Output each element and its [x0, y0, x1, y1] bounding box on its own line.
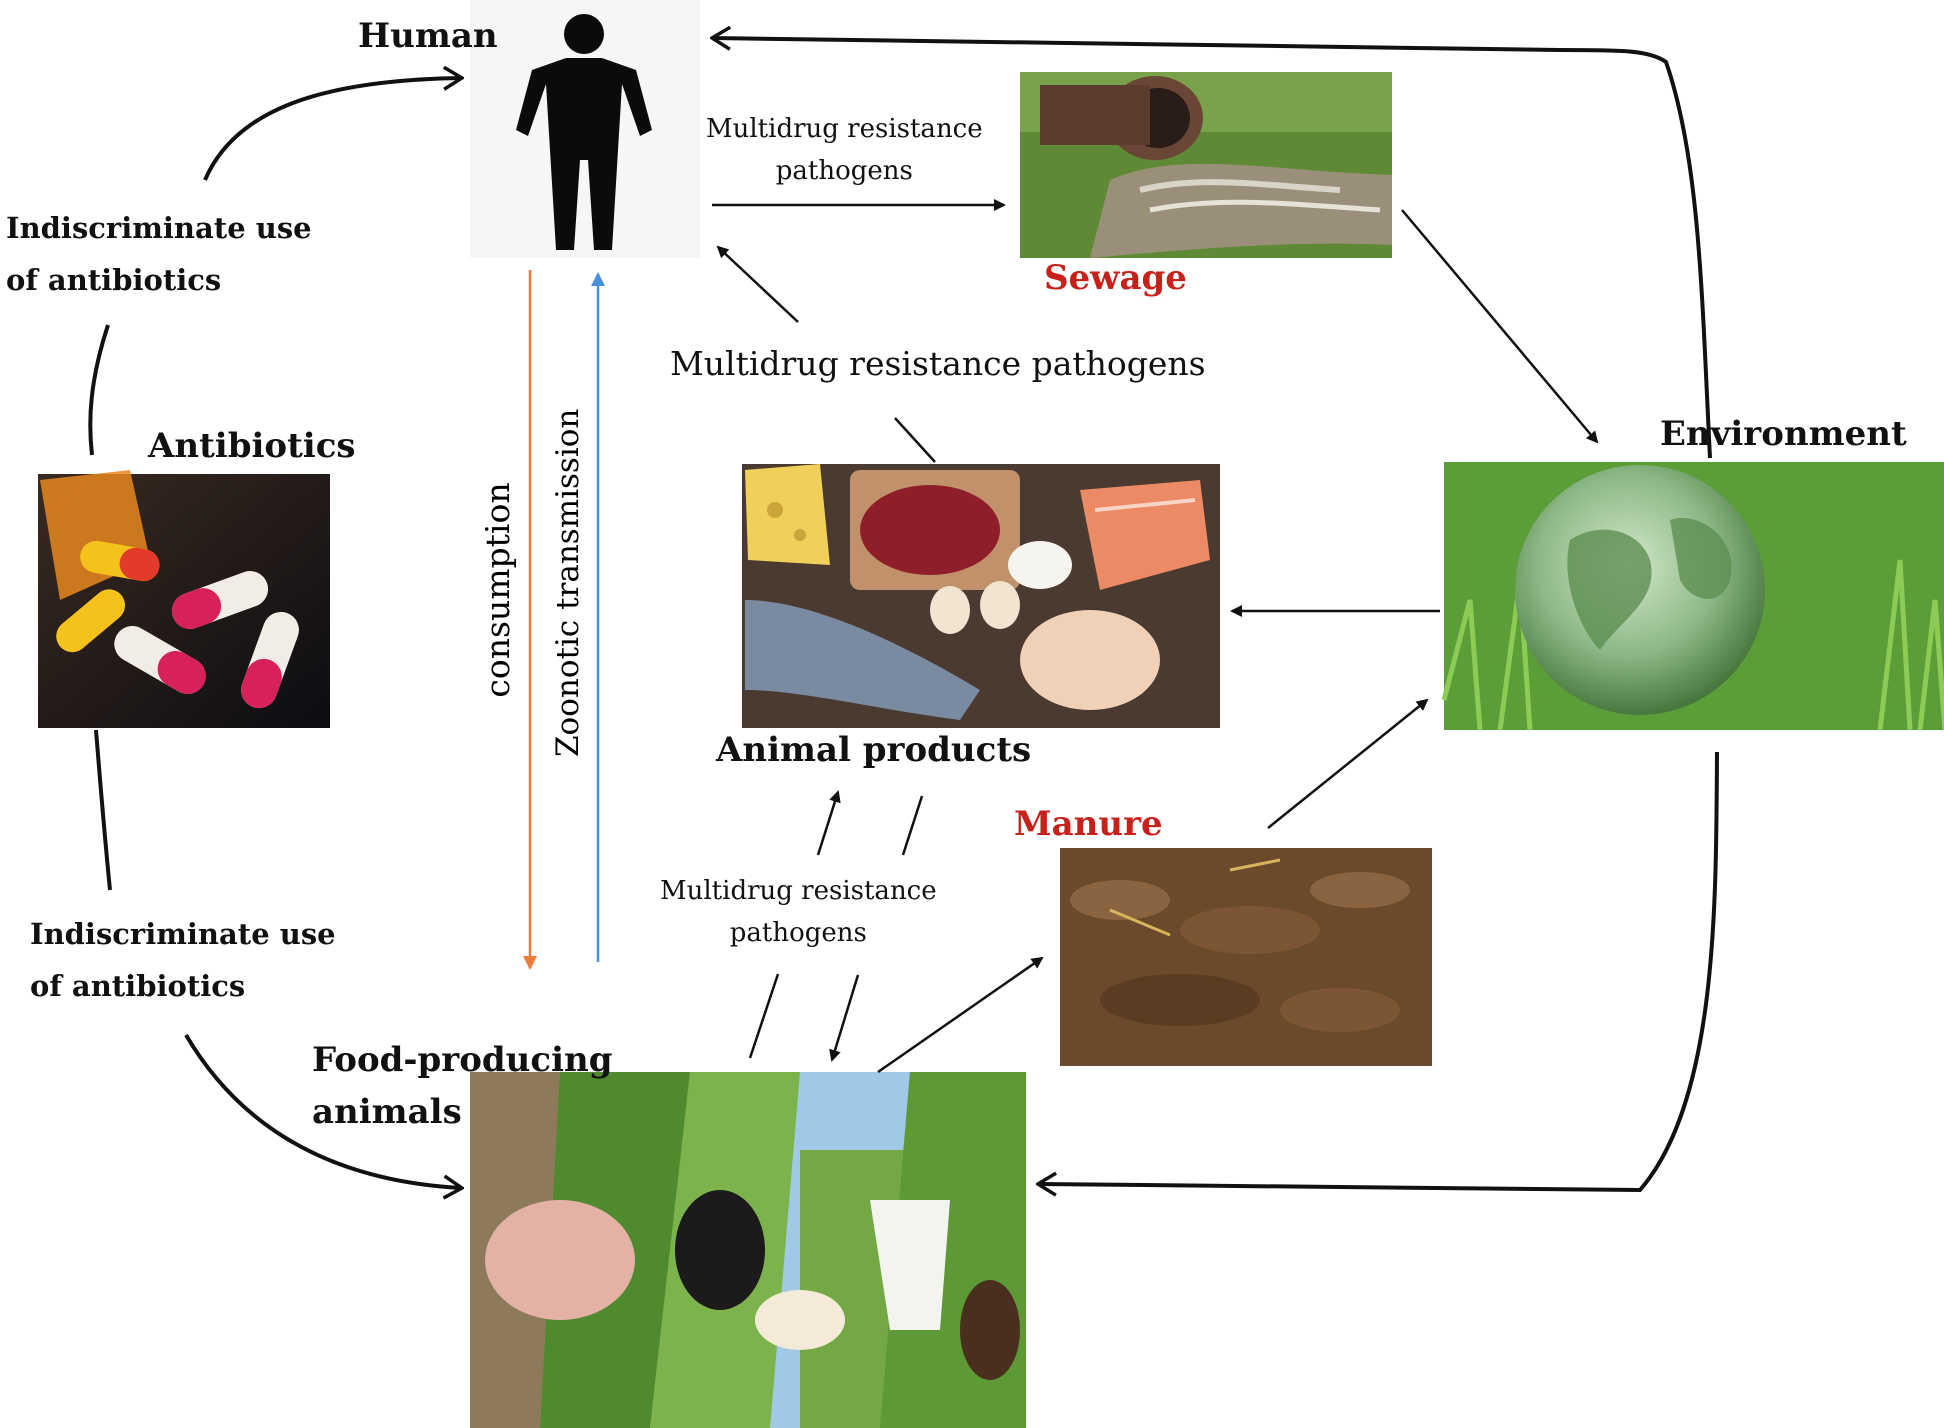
environment-label: Environment	[1660, 414, 1907, 454]
indiscriminate-use-top-line1: Indiscriminate use	[6, 211, 312, 245]
indiscriminate-use-bottom-line1: Indiscriminate use	[30, 917, 336, 951]
indiscriminate-use-bottom-line2: of antibiotics	[30, 969, 246, 1003]
animal-products-image	[742, 464, 1220, 728]
animal-products-label: Animal products	[716, 730, 1032, 770]
sewage-image	[1020, 72, 1392, 258]
indiscriminate-use-top-label: Indiscriminate use of antibiotics	[6, 202, 312, 306]
food-animals-image	[470, 1072, 1026, 1428]
antibiotics-label: Antibiotics	[148, 426, 356, 466]
food-animals-label: Food-producing animals	[312, 1034, 613, 1138]
indiscriminate-use-top-line2: of antibiotics	[6, 263, 222, 297]
antibiotics-to-human-arrow	[203, 78, 462, 181]
manure-label: Manure	[1014, 804, 1163, 844]
antibiotics-bottom-connector	[94, 729, 112, 891]
environment-image	[1441, 462, 1944, 731]
mdr-animals-line1: Multidrug resistance	[660, 876, 937, 906]
zoonotic-transmission-label: Zoonotic transmission	[550, 408, 586, 757]
products-to-animals-arrow	[829, 974, 860, 1062]
sewage-to-environment-arrow	[1401, 209, 1599, 444]
sewage-label: Sewage	[1044, 258, 1187, 298]
mdr-products-to-human-label: Multidrug resistance pathogens	[670, 344, 1206, 383]
food-animals-label-line2: animals	[312, 1092, 462, 1132]
consumption-label: consumption	[478, 482, 517, 698]
mdr-sewage-line2: pathogens	[775, 156, 913, 186]
mdr-sewage-line1: Multidrug resistance	[706, 114, 983, 144]
mdr-label-leader-line	[894, 417, 936, 463]
manure-to-environment-arrow	[1267, 698, 1429, 829]
human-label: Human	[358, 16, 498, 56]
food-animals-label-line1: Food-producing	[312, 1040, 613, 1080]
animals-to-products-line	[748, 973, 780, 1059]
antibiotics-top-connector	[88, 324, 110, 456]
environment-to-animals-arrow	[1038, 751, 1719, 1190]
environment-to-human-arrow	[712, 38, 1712, 459]
products-to-animals-line	[901, 795, 924, 856]
manure-image	[1060, 848, 1432, 1066]
mdr-animals-label: Multidrug resistance pathogens	[660, 870, 937, 954]
animals-to-products-arrow	[816, 790, 841, 856]
antibiotics-to-animals-arrow	[184, 1033, 462, 1188]
antibiotics-image	[38, 470, 330, 728]
mdr-sewage-label: Multidrug resistance pathogens	[706, 108, 983, 192]
human-figure-icon	[470, 0, 700, 258]
products-to-human-arrow	[716, 245, 799, 323]
animals-to-manure-arrow	[877, 956, 1044, 1074]
indiscriminate-use-bottom-label: Indiscriminate use of antibiotics	[30, 908, 336, 1012]
mdr-animals-line2: pathogens	[729, 918, 867, 948]
